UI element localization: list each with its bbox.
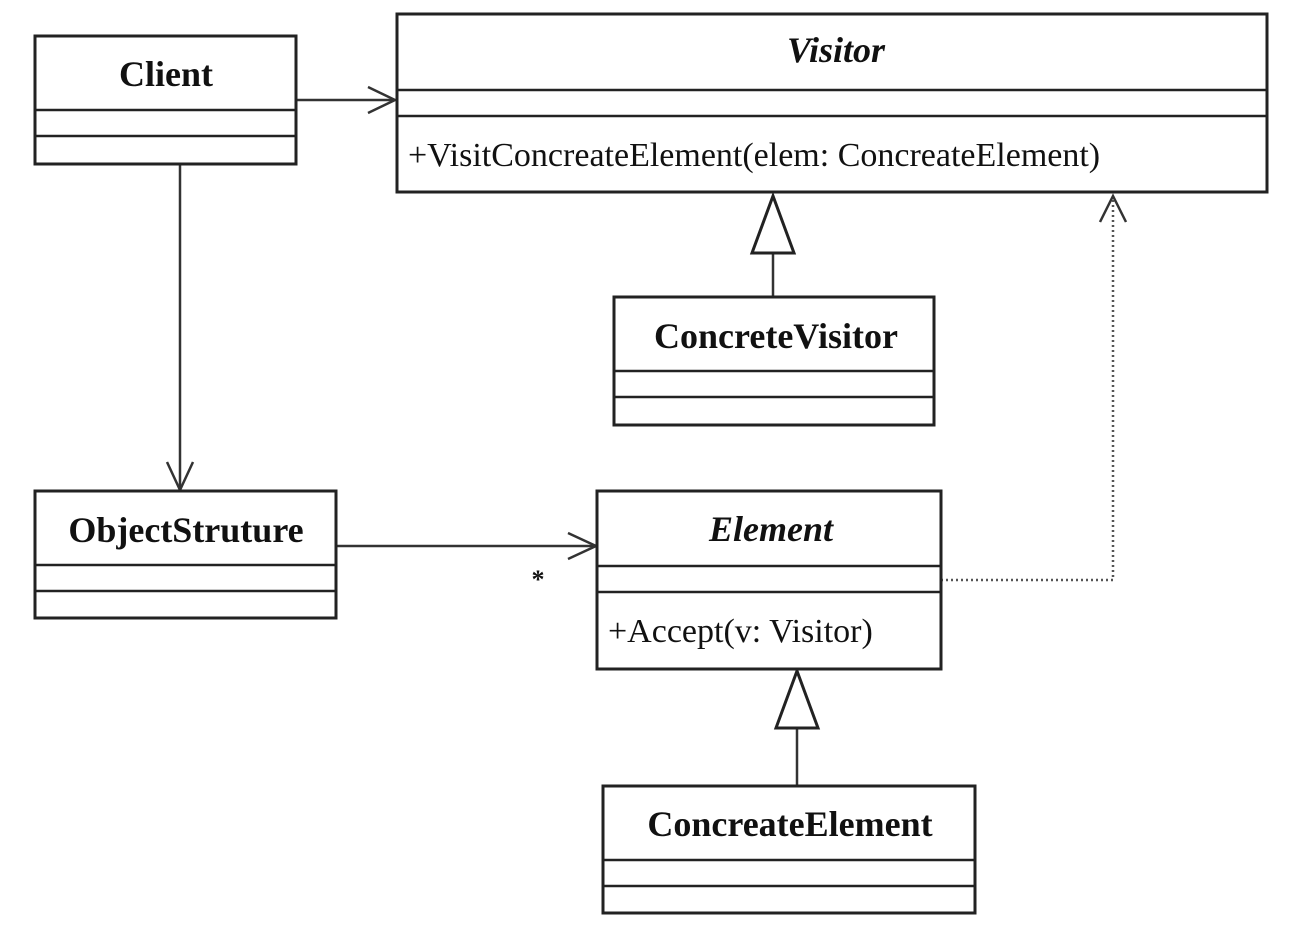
class-element-operation: +Accept(v: Visitor)	[608, 613, 873, 650]
class-client-name: Client	[119, 54, 213, 94]
class-element-name: Element	[708, 509, 834, 549]
class-object-structure[interactable]: ObjectStruture	[33, 489, 338, 620]
object-structure-to-element-association	[336, 531, 599, 561]
element-to-visitor-dependency	[941, 193, 1128, 582]
class-concrete-visitor-name: ConcreteVisitor	[654, 316, 898, 356]
class-visitor-operation: +VisitConcreateElement(elem: ConcreateEl…	[408, 137, 1100, 174]
class-concrete-visitor[interactable]: ConcreteVisitor	[612, 295, 936, 427]
class-element[interactable]: Element +Accept(v: Visitor)	[595, 489, 943, 671]
concreate-element-generalization	[773, 666, 821, 786]
client-to-visitor-association	[296, 85, 398, 115]
concrete-visitor-generalization	[749, 191, 797, 297]
class-visitor[interactable]: Visitor +VisitConcreateElement(elem: Con…	[395, 12, 1269, 194]
class-concreate-element[interactable]: ConcreateElement	[601, 784, 977, 915]
element-multiplicity-label: *	[532, 565, 545, 594]
class-client[interactable]: Client	[33, 34, 298, 166]
class-object-structure-name: ObjectStruture	[68, 510, 303, 550]
class-visitor-name: Visitor	[787, 30, 886, 70]
client-to-object-structure-association	[165, 165, 195, 493]
class-concreate-element-name: ConcreateElement	[647, 804, 932, 844]
